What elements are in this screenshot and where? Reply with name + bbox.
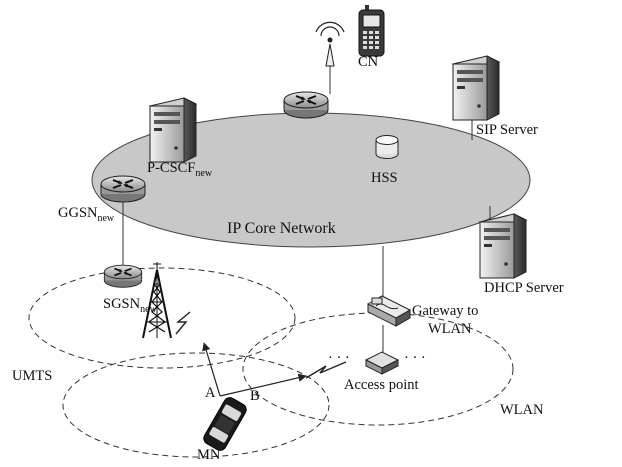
umts-label: UMTS xyxy=(12,368,52,384)
server-icon xyxy=(452,55,500,121)
router-icon xyxy=(100,175,146,203)
server-icon xyxy=(479,213,527,279)
database-icon xyxy=(375,135,399,159)
gateway-label-line2: WLAN xyxy=(428,321,472,337)
dhcp-server-label: DHCP Server xyxy=(484,280,564,296)
cell-tower-icon xyxy=(142,262,172,339)
car-icon xyxy=(203,397,247,451)
server-icon xyxy=(149,97,197,163)
hss-label: HSS xyxy=(371,170,398,186)
pcscf-label: P-CSCFnew xyxy=(147,160,213,179)
lightning-icon xyxy=(175,311,191,335)
cn-label: CN xyxy=(358,54,379,70)
sip-server-label: SIP Server xyxy=(476,122,538,138)
arrow-to-b xyxy=(219,373,307,397)
wlan-label: WLAN xyxy=(500,402,544,418)
access-point-label: Access point xyxy=(344,377,419,393)
ggsn-label: GGSNnew xyxy=(58,205,115,224)
arrow-to-a xyxy=(202,342,221,397)
antenna-icon xyxy=(315,21,345,67)
ap-dots-left: · · · xyxy=(328,350,350,366)
point-b-label: B xyxy=(250,388,260,404)
ap-dots-right: · · · xyxy=(404,350,426,366)
point-a-label: A xyxy=(205,385,216,401)
core-network-label: IP Core Network xyxy=(227,220,336,237)
router-icon xyxy=(103,264,143,289)
gateway-icon xyxy=(366,295,412,327)
gateway-label-line1: Gateway to xyxy=(412,303,478,319)
wlan-coverage xyxy=(242,312,514,426)
umts-coverage-bottom xyxy=(62,352,330,458)
mn-label: MN xyxy=(197,447,221,463)
lightning-icon xyxy=(305,361,347,379)
router-icon xyxy=(283,91,329,119)
umts-coverage-top xyxy=(28,267,296,369)
mobile-phone-icon xyxy=(358,5,385,57)
access-point-icon xyxy=(364,351,400,375)
